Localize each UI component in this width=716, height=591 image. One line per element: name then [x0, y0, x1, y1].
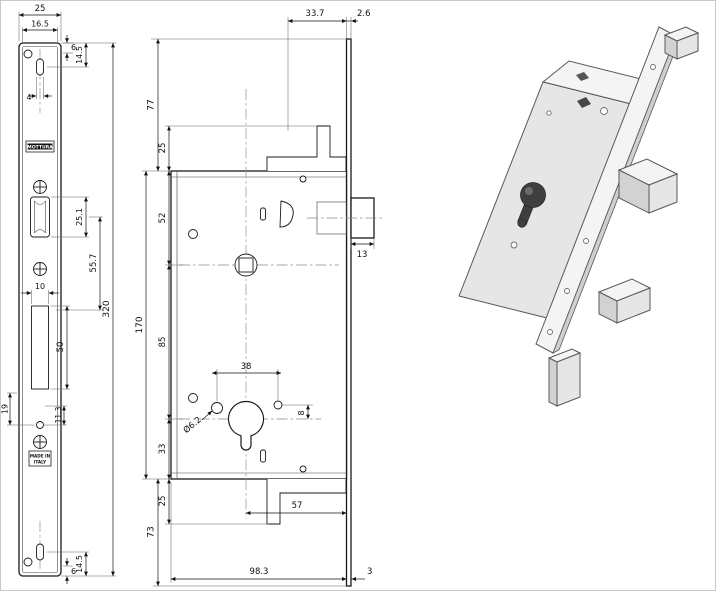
- italy-text: ITALY: [34, 460, 47, 465]
- bottom-corner-hole: [23, 557, 33, 567]
- bottom-slot-hole: [36, 543, 44, 561]
- dim-side-top-offset: 33.7: [306, 9, 325, 19]
- dim-front-bottom-edge: 6: [71, 567, 76, 576]
- side-view: 33.7 2.6 77 25 52 170 85 33 25 73 13 38 …: [135, 9, 383, 587]
- dim-front-inner-width: 16.5: [31, 20, 49, 29]
- dim-side-bottom-run: 73: [147, 526, 157, 537]
- dim-side-rear-offset: 3: [367, 567, 372, 577]
- dim-side-body-to-spindle: 52: [158, 213, 168, 224]
- cylinder-keyhole-3d: [517, 182, 546, 228]
- dim-front-top-edge: 6: [71, 43, 76, 52]
- latch-follower: [279, 200, 294, 228]
- dim-front-lower-left: 19: [1, 404, 10, 414]
- dim-front-cutout-height: 50: [56, 342, 66, 353]
- made-in-text: MADE IN: [30, 454, 51, 459]
- dim-front-bottom-slot: 14.5: [75, 555, 84, 573]
- isometric-view: [458, 26, 700, 407]
- deadbolt-3d: [617, 158, 679, 214]
- side-extension-lines: [142, 17, 375, 587]
- dim-front-width: 25: [35, 4, 46, 14]
- front-features: [23, 49, 50, 567]
- dim-front-slot-width: 4: [26, 93, 31, 102]
- dim-side-hole-offset: 8: [297, 410, 306, 415]
- spindle-follower: [234, 253, 258, 277]
- spindle-hole-3d: [577, 97, 591, 108]
- dim-front-height: 320: [102, 300, 112, 317]
- dim-front-cutout-width: 10: [35, 282, 45, 291]
- top-slot-hole: [36, 58, 44, 76]
- dim-front-roller-height: 25.1: [75, 208, 84, 226]
- top-hook-guide: [266, 125, 347, 171]
- top-rod-bracket: [663, 26, 700, 60]
- phillips-screw: [33, 180, 47, 194]
- mottura-logo: MOTTURA: [25, 140, 55, 153]
- euro-cylinder-hole: [227, 401, 265, 451]
- faceplate-inner-line: [22, 46, 58, 573]
- roller-latch: [30, 196, 50, 238]
- body-inner-lines: [171, 171, 347, 479]
- brand-logo-text: MOTTURA: [27, 145, 53, 151]
- front-view: MOTTURA MADE IN ITALY: [1, 4, 116, 584]
- front-dimension-lines: [8, 13, 115, 584]
- bottom-rod-tab-3d: [547, 348, 582, 407]
- phillips-screw: [33, 435, 47, 449]
- dim-front-roller-to-mid: 55.7: [89, 254, 99, 273]
- faceplate-edge: [345, 38, 352, 587]
- small-hole: [36, 421, 44, 429]
- top-square-hole-3d: [576, 72, 589, 81]
- hole-diameter-leader: [201, 410, 213, 421]
- bottom-hook-guide: [266, 479, 347, 525]
- body-holes-3d: [510, 107, 608, 249]
- top-corner-hole: [23, 49, 33, 59]
- dim-side-bolt-throw: 13: [357, 250, 368, 260]
- dim-side-spindle-to-cylinder: 85: [158, 337, 168, 348]
- deadbolt-cutout: [31, 305, 49, 390]
- made-in-italy-logo: MADE IN ITALY: [28, 450, 52, 467]
- lower-hook-3d: [597, 278, 652, 324]
- dim-side-hole-span: 38: [241, 362, 252, 372]
- dim-side-body-depth: 98.3: [250, 567, 269, 577]
- phillips-screw: [33, 262, 47, 276]
- fixing-hole-6-2: [211, 402, 223, 414]
- dim-front-lower-hole: 11.3: [54, 406, 63, 423]
- dim-side-plate-thickness: 2.6: [357, 9, 371, 19]
- lock-body-outline: [170, 170, 348, 480]
- dim-side-backset: 57: [292, 501, 303, 511]
- dim-side-hook-bottom: 25: [158, 496, 168, 507]
- faceplate-screws-3d: [547, 64, 656, 335]
- dim-side-top-to-body: 77: [147, 99, 157, 110]
- side-dimension-lines: [144, 19, 374, 586]
- dim-front-top-slot: 14.5: [75, 46, 84, 64]
- dim-side-hook-top: 25: [158, 143, 168, 154]
- dim-side-body-height: 170: [135, 316, 145, 333]
- front-extension-lines: [7, 12, 116, 577]
- dim-side-cylinder-to-bottom: 33: [158, 444, 168, 455]
